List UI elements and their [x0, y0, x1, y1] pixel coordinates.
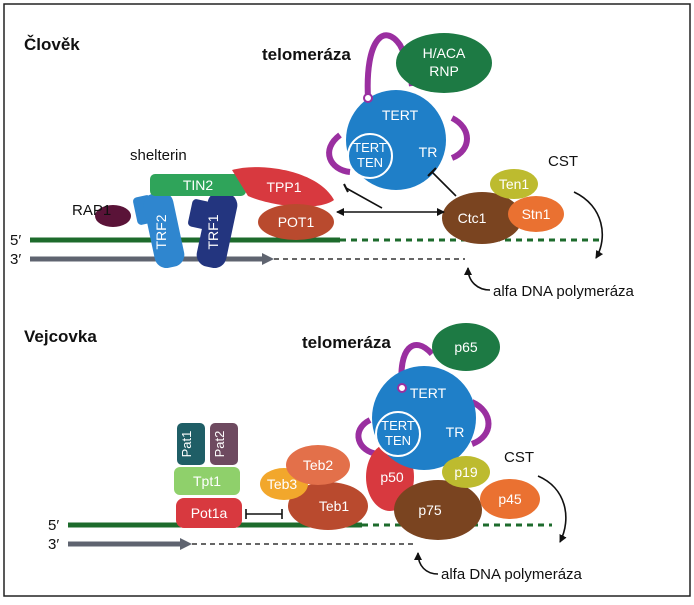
tpp1-telomerase-inhibit-bar	[343, 183, 349, 193]
tert-ten-domain-human	[347, 133, 393, 179]
p45-protein	[480, 479, 540, 519]
tin2-label: TIN2	[183, 177, 214, 193]
p65-protein	[432, 323, 500, 371]
dna-3prime-arrowhead-ciliate	[180, 538, 192, 550]
five-prime-label-human: 5′	[10, 232, 21, 249]
trf1-protein	[196, 191, 238, 269]
p75-label: p75	[418, 502, 442, 518]
tr-rna-loop-right-ciliate	[470, 399, 492, 447]
pot1a-label: Pot1a	[191, 505, 228, 521]
trf1-label: TRF1	[205, 214, 221, 249]
ctc1-telomerase-inhibit-bar	[427, 167, 437, 177]
tpt1-protein	[174, 467, 240, 495]
p19-protein	[442, 456, 490, 488]
section-title-ciliate: Vejcovka	[24, 327, 97, 346]
tert-ten-label2-ciliate: TEN	[385, 433, 411, 448]
teb3-label: Teb3	[267, 476, 298, 492]
teb2-protein	[286, 445, 350, 485]
ten1-protein	[490, 169, 538, 199]
trf2-label: TRF2	[153, 214, 169, 249]
tert-label-ciliate: TERT	[410, 385, 447, 401]
polymerase-label-human: alfa DNA polymeráza	[493, 283, 635, 300]
tpt1-label: Tpt1	[193, 473, 221, 489]
telomerase-label-ciliate: telomeráza	[302, 333, 391, 352]
three-prime-label-ciliate: 3′	[48, 536, 59, 553]
tr-rna-loop-left	[326, 132, 351, 175]
teb1-protein	[288, 482, 368, 530]
five-prime-label-ciliate: 5′	[48, 517, 59, 534]
cst-label-human: CST	[548, 153, 578, 170]
rap1-label: RAP1	[72, 202, 111, 219]
tr-rna-loop-left-ciliate	[355, 417, 379, 457]
tr-rna-loop-right	[450, 115, 470, 161]
pat2-label: Pat2	[212, 431, 227, 458]
cst-to-polymerase-arrow	[573, 191, 604, 259]
pat1-protein	[177, 423, 205, 465]
polymerase-fillin-arrow	[464, 267, 491, 291]
pot1a-protein	[176, 498, 242, 528]
tin2-protein	[150, 174, 246, 196]
telomerase-label-human: telomeráza	[262, 45, 351, 64]
tert-ten-label2-human: TEN	[357, 155, 383, 170]
stn1-label: Stn1	[522, 206, 551, 222]
ctc1-telomerase-inhibit-line	[431, 171, 457, 197]
p65-label: p65	[454, 339, 478, 355]
ctc1-protein	[442, 192, 522, 244]
p75-protein	[394, 480, 482, 540]
tert-ten-domain-ciliate	[375, 411, 421, 457]
ctc1-label: Ctc1	[458, 210, 487, 226]
tert-label-human: TERT	[382, 107, 419, 123]
tr-node-ciliate	[397, 383, 407, 393]
rap1-protein	[95, 205, 131, 227]
hacarnp-label-line1: H/ACA	[423, 45, 466, 61]
section-title-human: Člověk	[24, 35, 80, 54]
polymerase-label-ciliate: alfa DNA polymeráza	[441, 566, 583, 583]
tr-label-ciliate: TR	[446, 424, 465, 440]
tpp1-label: TPP1	[266, 179, 301, 195]
pot1-protein	[258, 204, 334, 240]
shelterin-label: shelterin	[130, 147, 187, 164]
trf2-protein	[143, 191, 185, 269]
pot1-label: POT1	[278, 214, 315, 230]
stn1-protein	[508, 196, 564, 232]
tert-ten-label1-human: TERT	[353, 140, 387, 155]
teb2-label: Teb2	[303, 457, 334, 473]
tert-ten-label1-ciliate: TERT	[381, 418, 415, 433]
pat2-protein	[210, 423, 238, 465]
polymerase-fillin-arrow-ciliate	[414, 552, 439, 575]
dna-3prime-arrowhead	[262, 253, 274, 265]
hacarnp-complex	[396, 33, 492, 93]
tr-label-human: TR	[419, 144, 438, 160]
p50-label: p50	[380, 469, 404, 485]
p45-label: p45	[498, 491, 522, 507]
figure-border	[3, 3, 691, 597]
pat1-label: Pat1	[179, 431, 194, 458]
tpp1-telomerase-recruit-line	[345, 187, 383, 209]
p19-label: p19	[454, 464, 478, 480]
teb1-label: Teb1	[319, 498, 350, 514]
tpp1-protein	[232, 167, 334, 207]
three-prime-label-human: 3′	[10, 251, 21, 268]
hacarnp-label-line2: RNP	[429, 63, 459, 79]
ten1-label: Ten1	[499, 176, 530, 192]
cst-to-polymerase-arrow-ciliate	[537, 475, 567, 543]
tr-node-human	[363, 93, 373, 103]
cst-label-ciliate: CST	[504, 449, 534, 466]
